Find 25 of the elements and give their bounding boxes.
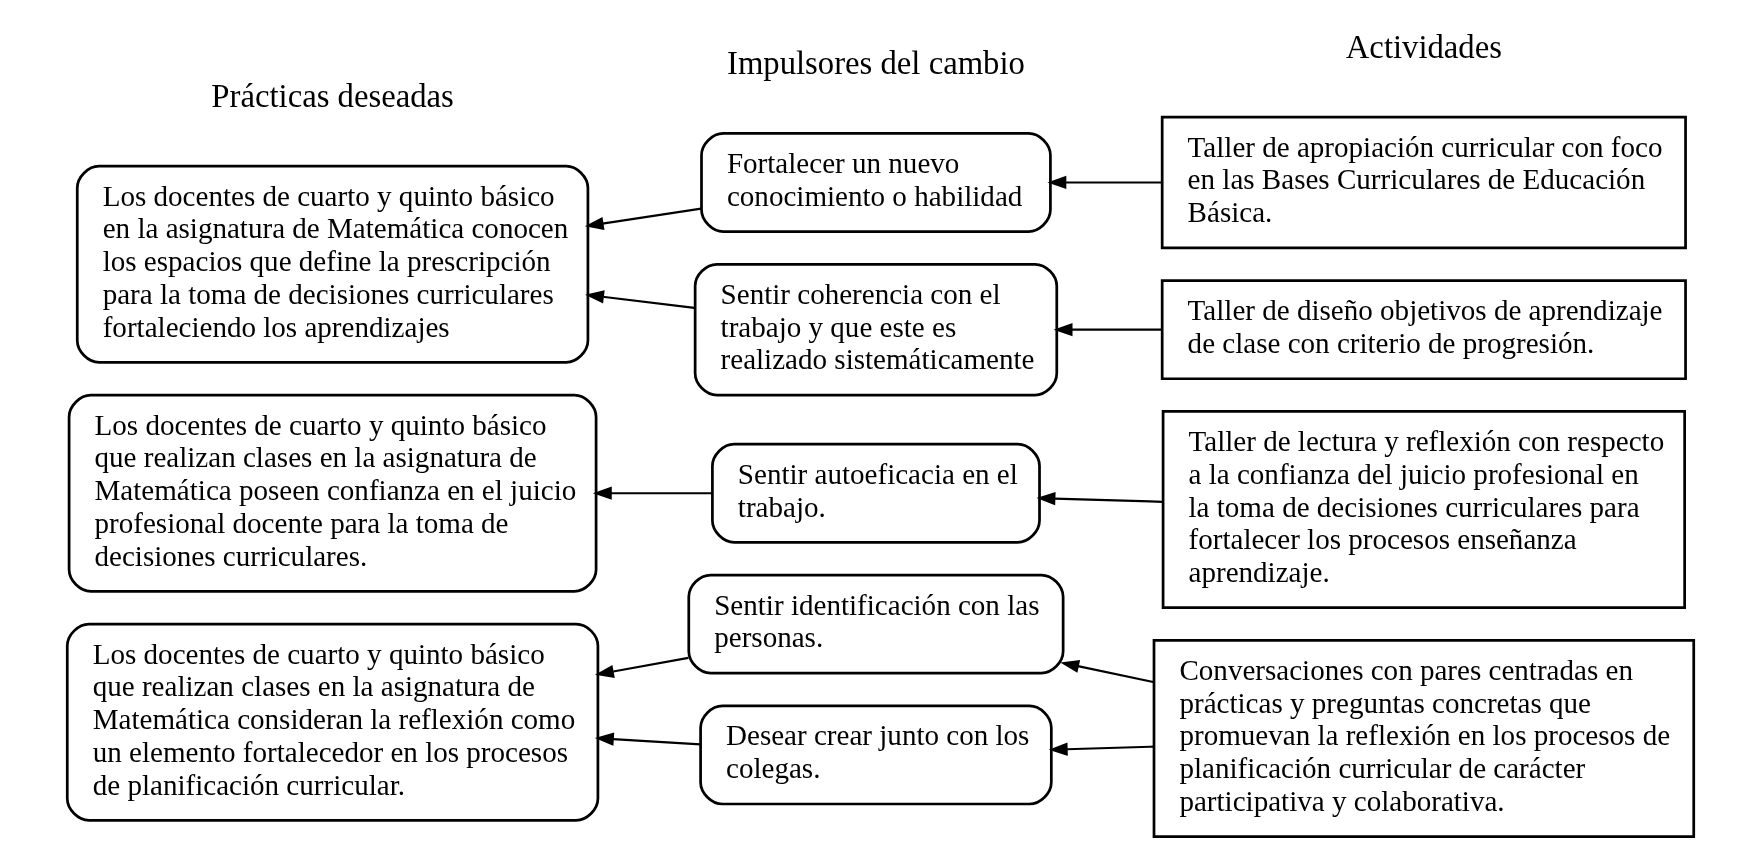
label: Actividades xyxy=(1345,28,1502,65)
node-box: Taller de apropiación curricular con foco en las Bases Curriculares de Educación Básica. xyxy=(1160,115,1687,250)
arrow xyxy=(1035,491,1163,506)
arrow xyxy=(1059,659,1154,684)
arrow xyxy=(1046,175,1162,190)
arrow xyxy=(1053,323,1162,337)
node-box: Sentir coherencia con el trabajo y que este es realizado sistemáticamente xyxy=(693,262,1058,397)
node-box: Taller de diseño objetivos de aprendizaje de clase con criterio de progresión. xyxy=(1160,279,1687,381)
arrow xyxy=(594,732,700,746)
node-box: Sentir autoeficacia en el trabajo. xyxy=(710,442,1041,544)
arrow xyxy=(594,656,689,678)
arrow xyxy=(584,290,695,309)
arrow xyxy=(1048,742,1154,756)
arrow xyxy=(592,486,712,500)
node-box: Fortalecer un nuevo conocimiento o habilidad xyxy=(699,132,1052,233)
node-box: Sentir identificación con las personas. xyxy=(686,573,1064,675)
node-box: Taller de lectura y reflexión con respecto a la confianza del juicio profesional en la toma de decisiones curriculares para fortalecer los procesos enseñanza aprendizaje. xyxy=(1161,410,1686,610)
node-box: Conversaciones con pares centradas en prácticas y preguntas concretas que promuevan la reflexión en los procesos de planificación curricular de carácter participativa y colaborativa. xyxy=(1152,639,1695,839)
node-box: Desear crear junto con los colegas. xyxy=(698,704,1053,806)
node-box: Los docentes de cuarto y quinto básico que realizan clases en la asignatura de Matemática consideran la reflexión como un elemento fortalecedor en los procesos de planificación curricular. xyxy=(65,622,599,822)
node-box: Los docentes de cuarto y quinto básico que realizan clases en la asignatura de Matemática poseen confianza en el juicio profesional docente para la toma de decisiones curriculares. xyxy=(67,393,597,593)
label: Prácticas deseadas xyxy=(210,77,454,114)
arrow xyxy=(584,207,701,231)
label: Impulsores del cambio xyxy=(726,45,1025,82)
node-box: Los docentes de cuarto y quinto básico en la asignatura de Matemática conocen los espacios que define la prescripción para la toma de decisiones curriculares fortaleciendo los aprendizajes xyxy=(75,164,589,364)
